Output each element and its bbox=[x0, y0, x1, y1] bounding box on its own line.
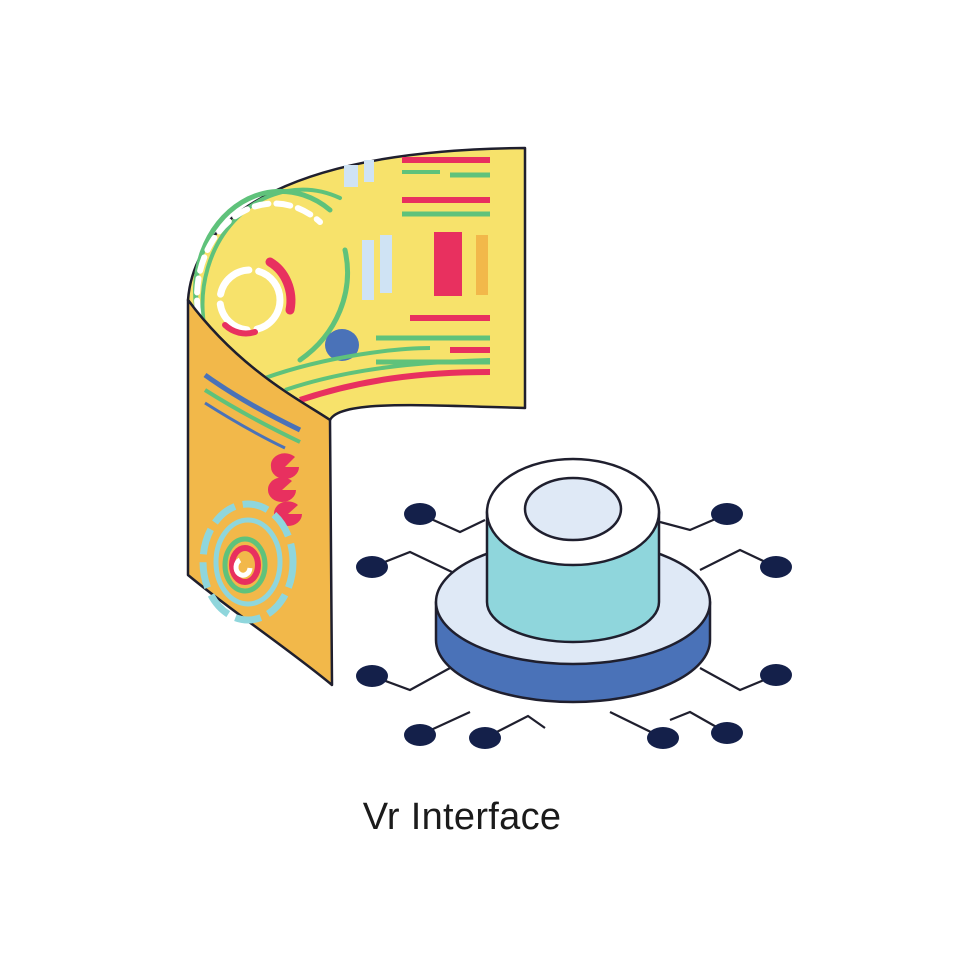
curved-screen-icon bbox=[186, 146, 527, 687]
hud-text-lines bbox=[264, 157, 491, 403]
side-panel-lines bbox=[203, 372, 302, 450]
caption-title: Vr Interface bbox=[362, 796, 562, 838]
circuit-nodes bbox=[356, 503, 792, 749]
hud-dot bbox=[325, 329, 359, 361]
side-panel-target bbox=[199, 500, 297, 624]
vr-device-icon bbox=[434, 457, 712, 704]
hud-rings bbox=[193, 187, 350, 375]
